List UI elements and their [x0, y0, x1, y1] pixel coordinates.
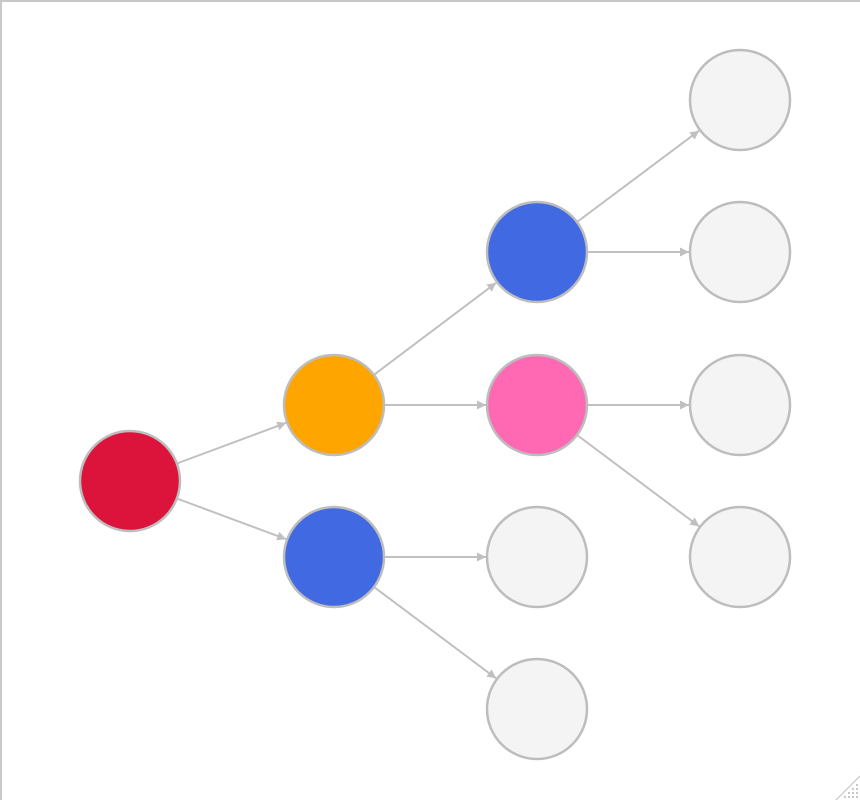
resize-grip-icon[interactable] [832, 772, 860, 800]
edges [176, 129, 700, 680]
node-a1[interactable] [282, 353, 386, 457]
node-b1[interactable] [485, 200, 589, 304]
edge-a1-b1 [373, 281, 497, 376]
nodes [78, 48, 792, 761]
edge-root-a2 [176, 497, 287, 541]
node-c3[interactable] [688, 353, 792, 457]
node-b2[interactable] [485, 353, 589, 457]
edge-root-a1 [176, 421, 287, 465]
node-b3[interactable] [485, 505, 589, 609]
edge-b1-c1 [576, 129, 700, 223]
edge-a2-b4 [373, 586, 497, 680]
node-b4[interactable] [485, 657, 589, 761]
node-c1[interactable] [688, 48, 792, 152]
node-a2[interactable] [282, 505, 386, 609]
node-c2[interactable] [688, 200, 792, 304]
node-root[interactable] [78, 429, 182, 533]
edge-b2-c4 [576, 434, 700, 528]
node-c4[interactable] [688, 505, 792, 609]
